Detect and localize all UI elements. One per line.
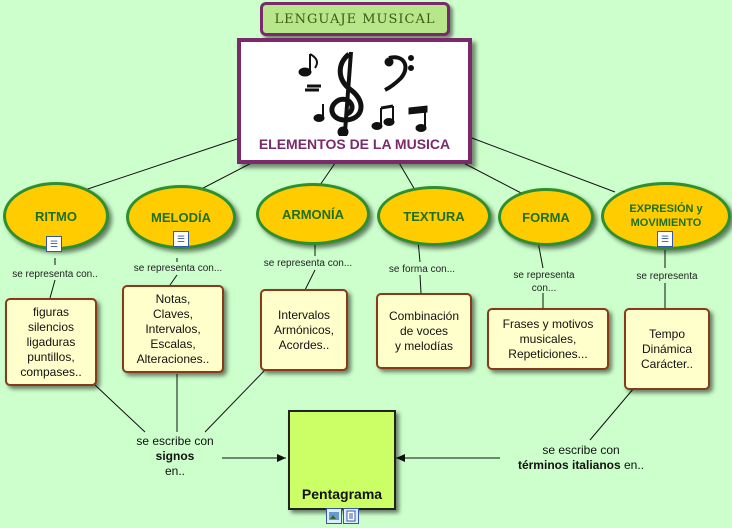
right-link-label: se escribe con términos italianos en.. [496,443,666,473]
content-box-ritmo[interactable]: figuras silencios ligaduras puntillos, c… [5,298,97,386]
document-icon[interactable] [343,508,359,524]
right-link-pre: se escribe con [542,443,620,457]
left-link-label: se escribe con signos en.. [120,434,230,479]
pentagrama-node[interactable]: Pentagrama [288,410,396,510]
node-armonia-label: ARMONÍA [281,206,345,222]
connector-label: se representa con... [263,258,353,269]
node-melodia[interactable]: MELODÍA [126,185,236,249]
node-textura[interactable]: TEXTURA [377,186,491,246]
connector-label: se representa con... [133,263,223,274]
left-link-bold: signos [155,449,195,463]
left-link-post: en.. [164,464,185,478]
document-glyph [346,510,356,522]
content-box-expresion[interactable]: Tempo Dinámica Carácter.. [624,308,710,390]
connector-label: se representa con.. [12,269,98,280]
connector-label: se representa con... [513,270,575,294]
node-textura-label: TEXTURA [403,208,465,224]
pentagrama-label: Pentagrama [301,486,383,502]
right-link-bold: términos italianos [517,458,621,472]
content-text: Frases y motivos musicales, Repeticiones… [502,316,594,361]
node-ritmo-label: RITMO [35,208,77,224]
central-concept[interactable]: ELEMENTOS DE LA MUSICA [237,38,472,164]
content-box-melodia[interactable]: Notas, Claves, Intervalos, Escalas, Alte… [122,285,224,373]
node-expresion-label: EXPRESIÓN y MOVIMIENTO [629,203,703,229]
left-link-pre: se escribe con [136,434,214,448]
content-text: Notas, Claves, Intervalos, Escalas, Alte… [136,291,210,366]
image-icon[interactable] [326,508,342,524]
content-text: Intervalos Armónicos, Acordes.. [273,307,335,352]
node-forma-label: FORMA [522,209,570,225]
content-box-textura[interactable]: Combinación de voces y melodías [376,293,472,369]
node-armonia[interactable]: ARMONÍA [256,183,370,245]
connector-label: se forma con... [388,264,456,275]
content-box-armonia[interactable]: Intervalos Armónicos, Acordes.. [260,289,348,371]
central-concept-label: ELEMENTOS DE LA MUSICA [258,136,451,152]
subtree-icon[interactable]: ☰ [657,231,673,247]
content-box-forma[interactable]: Frases y motivos musicales, Repeticiones… [487,308,609,370]
map-title: LENGUAJE MUSICAL [260,2,450,36]
right-link-post: en.. [620,458,645,472]
content-text: Tempo Dinámica Carácter.. [640,326,694,371]
connector-label: se representa [636,271,698,282]
content-text: Combinación de voces y melodías [388,308,460,353]
subtree-icon[interactable]: ☰ [46,236,62,252]
image-glyph [329,512,339,520]
subtree-icon[interactable]: ☰ [173,231,189,247]
node-forma[interactable]: FORMA [498,188,594,246]
node-melodia-label: MELODÍA [151,209,211,225]
content-text: figuras silencios ligaduras puntillos, c… [20,304,82,379]
music-notes-illustration [298,51,428,136]
